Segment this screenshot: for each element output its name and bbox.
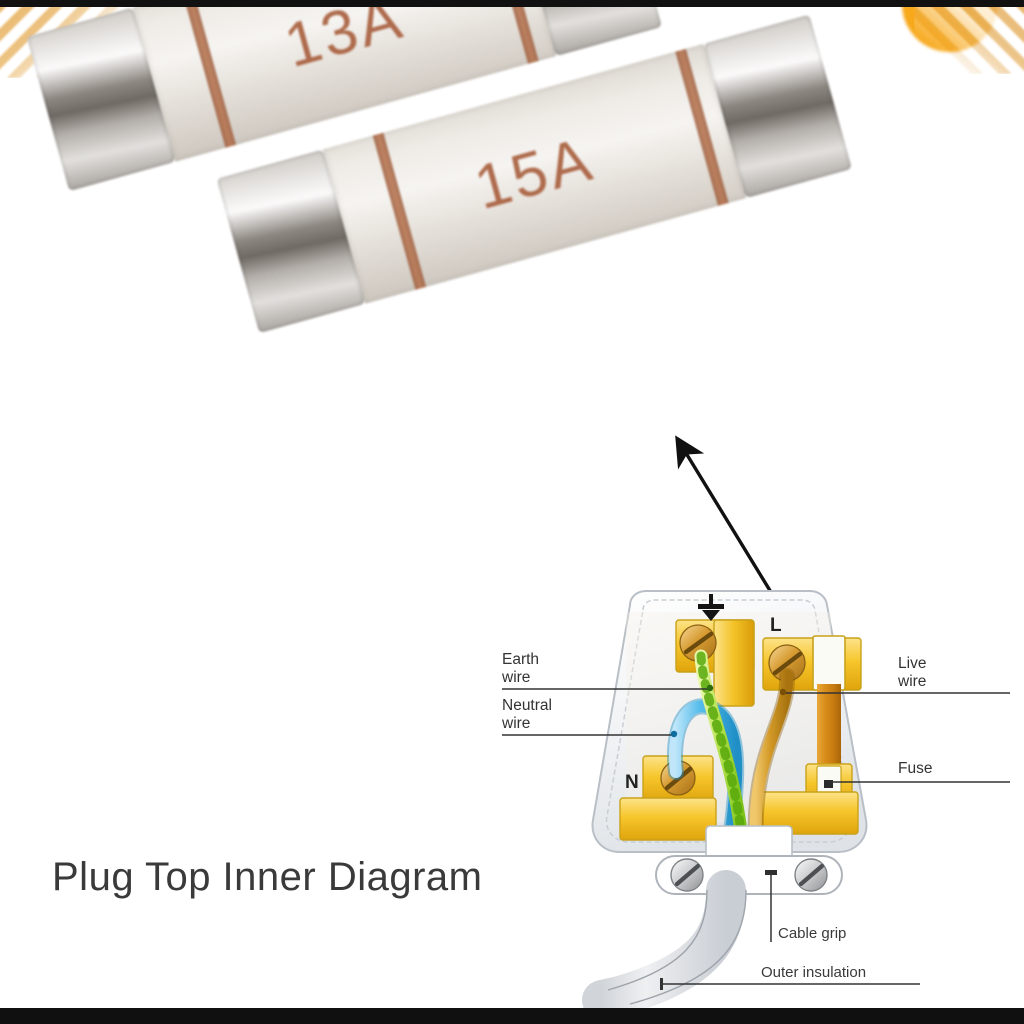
sun-circle-top-right-icon bbox=[902, 0, 998, 52]
live-terminal-screw-icon bbox=[768, 644, 806, 682]
label-live-wire-line2: wire bbox=[897, 673, 926, 690]
cable-grip-screw-right-icon bbox=[794, 858, 828, 892]
cable-grip-screw-left-icon bbox=[670, 858, 704, 892]
bottom-black-bar bbox=[0, 1008, 1024, 1024]
earth-terminal-screw-icon bbox=[679, 624, 717, 662]
earth-wire-path bbox=[694, 649, 749, 847]
label-outer-insulation: Outer insulation bbox=[660, 964, 920, 990]
earth-ground-symbol-icon bbox=[698, 594, 724, 621]
corner-stripes-top-right-icon bbox=[914, 4, 1024, 74]
label-live-wire-line1: Live bbox=[898, 655, 926, 672]
label-earth-wire-line1: Earth bbox=[502, 651, 539, 668]
label-fuse-text: Fuse bbox=[898, 760, 932, 777]
label-cable-grip: Cable grip bbox=[770, 875, 846, 942]
label-live-wire: Live wire bbox=[779, 655, 1010, 696]
outer-insulation-cable bbox=[582, 870, 747, 1020]
neutral-terminal-letter: N bbox=[625, 772, 639, 793]
page-title: Plug Top Inner Diagram bbox=[52, 855, 483, 899]
plug-inner-diagram: L N bbox=[501, 435, 1010, 1020]
label-outer-insulation-text: Outer insulation bbox=[761, 964, 866, 981]
fuse-rating-label: 13A bbox=[277, 0, 412, 82]
neutral-terminal: N bbox=[619, 755, 717, 841]
label-cable-grip-text: Cable grip bbox=[778, 925, 846, 942]
fuse-photograph: 13A 15A bbox=[0, 0, 900, 426]
neutral-terminal-screw-icon bbox=[660, 760, 696, 796]
label-neutral-wire: Neutral wire bbox=[501, 697, 678, 738]
label-earth-wire: Earth wire bbox=[501, 651, 714, 692]
live-terminal-letter: L bbox=[770, 615, 782, 636]
label-neutral-wire-line2: wire bbox=[501, 715, 530, 732]
label-neutral-wire-line1: Neutral bbox=[502, 697, 552, 714]
cable-grip bbox=[655, 825, 843, 895]
label-earth-wire-line2: wire bbox=[501, 669, 530, 686]
label-fuse: Fuse bbox=[830, 760, 1010, 783]
top-black-bar bbox=[0, 0, 1024, 7]
